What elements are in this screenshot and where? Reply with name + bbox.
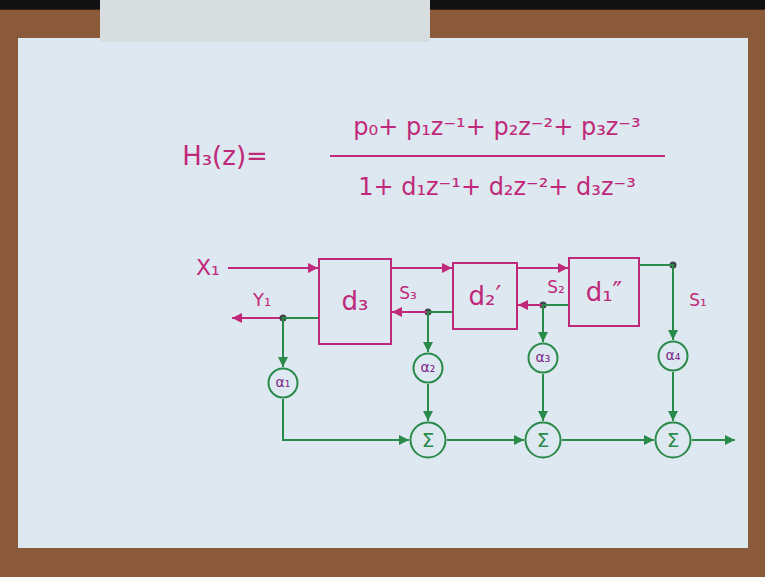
multiplier-circle: α₃ (527, 342, 559, 374)
signal-wire (427, 384, 429, 421)
fraction-bar (330, 155, 665, 157)
node-label: Σ (537, 429, 550, 451)
signal-wire (672, 372, 674, 421)
node-label: Σ (422, 429, 435, 451)
circle-outline (659, 342, 688, 371)
adder-circle: Σ (409, 421, 447, 459)
numerator: p₀+ p₁z⁻¹+ p₂z⁻²+ p₃z⁻³ (353, 114, 640, 140)
signal-wire (542, 374, 544, 421)
signal-wire (518, 267, 568, 269)
multiplier-circle: α₁ (267, 367, 299, 399)
circle-outline (656, 423, 691, 458)
signal-name: S₁ (689, 291, 707, 310)
delay-box: d₂′ (452, 262, 518, 330)
input-wire (228, 267, 318, 269)
signal-wire (562, 439, 654, 441)
circle-outline (529, 344, 558, 373)
signal-name: S₃ (399, 284, 417, 303)
delay-box: d₁″ (568, 257, 640, 327)
output-wire (232, 317, 283, 319)
paper-strip (100, 0, 430, 42)
signal-wire (283, 318, 318, 367)
delay-box: d₃ (318, 258, 392, 345)
adder-circle: Σ (524, 421, 562, 459)
multiplier-circle: α₄ (657, 340, 689, 372)
circle-outline (411, 423, 446, 458)
signal-name: X₁ (196, 256, 220, 280)
node-label: d₁″ (586, 278, 623, 307)
signal-wire (640, 265, 673, 340)
signal-name: Y₁ (253, 290, 271, 310)
node-label: α₄ (666, 348, 681, 363)
signal-wire (428, 312, 452, 352)
circle-outline (269, 369, 298, 398)
adder-circle: Σ (654, 421, 692, 459)
node-label: α₂ (421, 360, 436, 375)
signal-wire (543, 305, 568, 342)
paper-sheet (18, 38, 748, 548)
wood-frame (0, 10, 765, 577)
node-label: Σ (667, 429, 680, 451)
denominator: 1+ d₁z⁻¹+ d₂z⁻²+ d₃z⁻³ (358, 174, 636, 200)
signal-wire (447, 439, 524, 441)
circle-outline (414, 354, 443, 383)
signal-wire (283, 399, 409, 440)
sum-output-wire (692, 439, 735, 441)
node-label: d₂′ (469, 282, 502, 311)
circle-outline (526, 423, 561, 458)
signal-name: S₂ (547, 278, 565, 297)
node-label: α₃ (536, 350, 551, 365)
node-label: α₁ (276, 375, 291, 390)
node-label: d₃ (342, 287, 369, 316)
transfer-function-name: H₃(z)= (182, 142, 268, 171)
multiplier-circle: α₂ (412, 352, 444, 384)
signal-wire (392, 267, 452, 269)
